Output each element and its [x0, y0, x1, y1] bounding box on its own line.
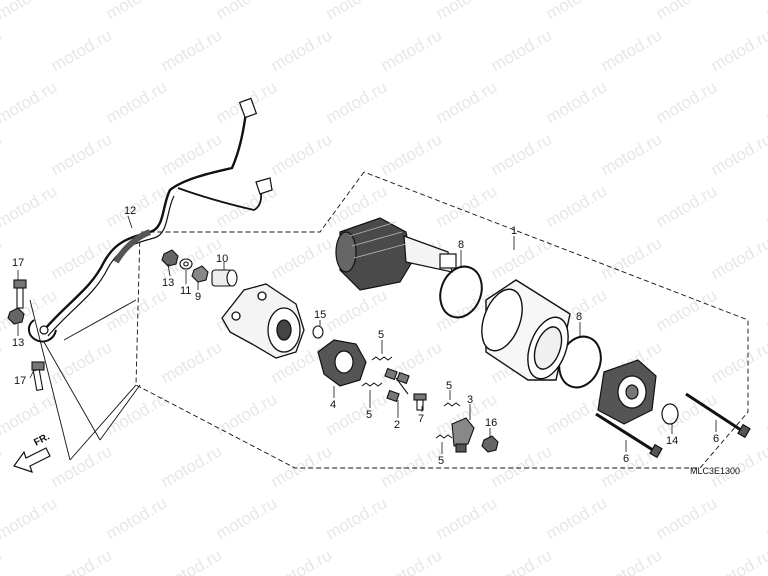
callout-17b: 17	[14, 375, 26, 387]
bolt-17-lower-part	[31, 361, 45, 392]
o-ring-15-part	[312, 325, 324, 339]
starter-rear-cover-part	[597, 359, 657, 425]
callout-6b: 6	[623, 453, 629, 465]
callout-5b: 5	[366, 409, 372, 421]
brush-holder-4-part	[317, 339, 367, 387]
o-ring-8-upper-part	[439, 265, 483, 319]
wire-harness-part	[28, 97, 273, 343]
front-direction-arrow-icon	[13, 447, 51, 473]
callout-5a: 5	[378, 329, 384, 341]
callout-8a: 8	[458, 239, 464, 251]
callout-5d: 5	[438, 455, 444, 467]
callout-9: 9	[195, 291, 201, 303]
callout-16: 16	[485, 417, 497, 429]
nut-13-left-part	[7, 307, 25, 325]
brush-3-part	[451, 417, 475, 453]
nut-13-part	[161, 249, 179, 267]
callout-17a: 17	[12, 257, 24, 269]
through-bolt-6-upper-part	[685, 392, 751, 439]
bolt-7-part	[413, 393, 427, 411]
brush-2-part	[384, 367, 410, 403]
springs-5-part	[361, 356, 461, 439]
callout-5c: 5	[446, 380, 452, 392]
through-bolt-6-lower-part	[595, 412, 663, 459]
callout-13a: 13	[162, 277, 174, 289]
callout-8b: 8	[576, 311, 582, 323]
callout-13b: 13	[12, 337, 24, 349]
motor-case-part	[481, 279, 571, 381]
armature-part	[335, 217, 457, 291]
callout-2: 2	[394, 419, 400, 431]
assembly-boundary	[29, 171, 749, 469]
starter-front-cover-part	[221, 283, 305, 359]
callout-11: 11	[180, 285, 191, 297]
washer-11-part	[179, 258, 193, 270]
callout-1: 1	[511, 225, 517, 237]
callout-12: 12	[124, 205, 136, 217]
nut-9-part	[191, 265, 209, 283]
insulator-10-part	[211, 269, 238, 287]
front-label: FR.	[32, 431, 52, 448]
callout-14: 14	[666, 435, 678, 447]
callout-10: 10	[216, 253, 228, 265]
callout-7: 7	[418, 413, 424, 425]
callout-labels: 1 2 3 4 5 5 5 5 6 6 7 8 8 9 10 11 12 13 …	[12, 205, 719, 467]
nut-16-part	[481, 435, 499, 453]
callout-6a: 6	[713, 433, 719, 445]
bolt-17-upper-part	[13, 279, 27, 309]
callout-15: 15	[314, 309, 326, 321]
o-ring-14-part	[661, 403, 679, 425]
callout-leaders	[17, 215, 717, 454]
callout-4: 4	[330, 399, 336, 411]
drawing-code: MLC3E1300	[690, 466, 740, 476]
callout-3: 3	[467, 394, 473, 406]
